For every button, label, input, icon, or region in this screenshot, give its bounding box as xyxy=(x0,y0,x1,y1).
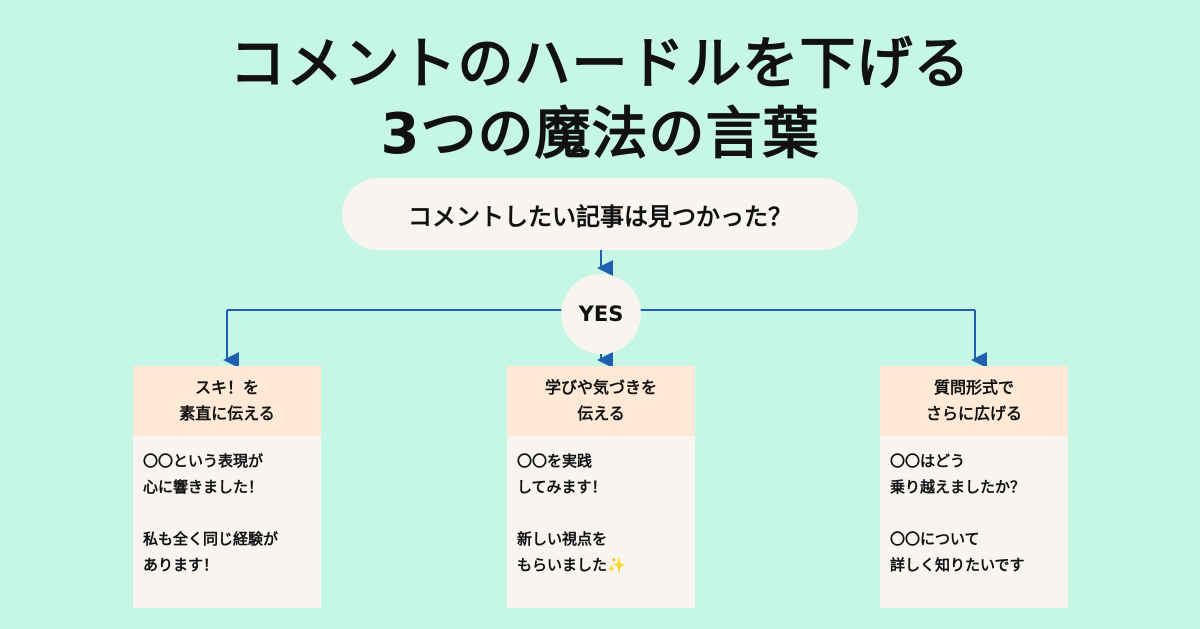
card-praise: スキ！を 素直に伝える 〇〇という表現が 心に響きました！ 私も全く同じ経験が … xyxy=(133,366,321,608)
card-header-line-2: さらに広げる xyxy=(925,404,1022,423)
card-learning: 学びや気づきを 伝える 〇〇を実践 してみます！ 新しい視点を もらいました✨ xyxy=(507,366,695,608)
card-header: スキ！を 素直に伝える xyxy=(133,366,321,436)
example-line: 〇〇を実践 xyxy=(517,452,593,470)
title-line-2: 3つの魔法の言葉 xyxy=(380,102,820,167)
example-line-with-icon: もらいました✨ xyxy=(517,552,685,578)
page-title: コメントのハードルを下げる 3つの魔法の言葉 xyxy=(0,30,1200,170)
card-header: 学びや気づきを 伝える xyxy=(507,366,695,436)
example-line: 心に響きました！ xyxy=(143,478,264,496)
question-box: コメントしたい記事は見つかった？ xyxy=(342,178,858,250)
question-text: コメントしたい記事は見つかった？ xyxy=(408,202,792,231)
card-header: 質問形式で さらに広げる xyxy=(880,366,1068,436)
example-line: 新しい視点を xyxy=(517,530,608,548)
card-question: 質問形式で さらに広げる 〇〇はどう 乗り越えましたか？ 〇〇について 詳しく知… xyxy=(880,366,1068,608)
card-body: 〇〇はどう 乗り越えましたか？ 〇〇について 詳しく知りたいです xyxy=(880,436,1068,578)
sparkles-icon: ✨ xyxy=(607,556,626,574)
example-line: してみます！ xyxy=(517,478,607,496)
card-header-line-1: 学びや気づきを xyxy=(544,378,657,397)
title-line-1: コメントのハードルを下げる xyxy=(229,32,971,97)
card-header-line-2: 伝える xyxy=(577,404,625,423)
example-line: 私も全く同じ経験が xyxy=(143,530,279,548)
card-header-line-2: 素直に伝える xyxy=(179,404,275,423)
example-line: あります！ xyxy=(143,556,219,574)
card-header-line-1: 質問形式で xyxy=(933,378,1014,397)
yes-node: YES xyxy=(561,274,641,354)
example-line: 〇〇について xyxy=(890,530,980,548)
example-line: 〇〇という表現が xyxy=(143,452,264,470)
card-body: 〇〇という表現が 心に響きました！ 私も全く同じ経験が あります！ xyxy=(133,436,321,578)
card-header-line-1: スキ！を xyxy=(194,378,259,397)
yes-label: YES xyxy=(578,302,624,326)
example-text: もらいました xyxy=(517,556,608,574)
card-body: 〇〇を実践 してみます！ 新しい視点を もらいました✨ xyxy=(507,436,695,578)
example-line: 乗り越えましたか？ xyxy=(890,478,1026,496)
example-line: 〇〇はどう xyxy=(890,452,966,470)
example-line: 詳しく知りたいです xyxy=(890,556,1025,574)
